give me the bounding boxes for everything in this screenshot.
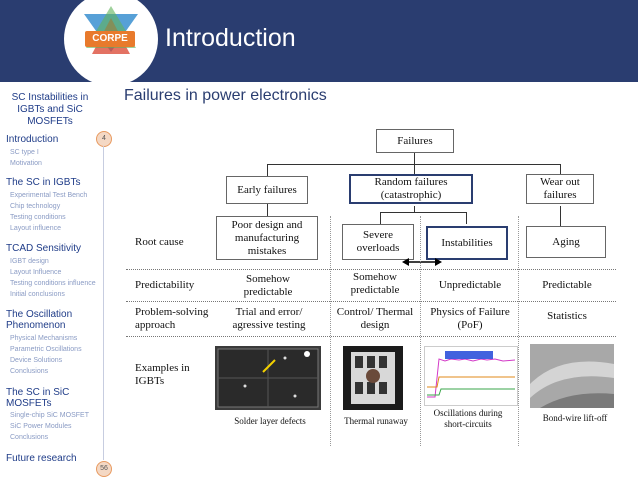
connector-random-split <box>380 212 466 213</box>
nav-motivation[interactable]: Motivation <box>10 160 42 167</box>
row-label-predictability: Predictability <box>135 279 195 291</box>
nav-sc-igbts[interactable]: The SC in IGBTs <box>6 177 81 188</box>
oscillation-waveform-image <box>424 346 518 406</box>
predictability-overloads: Somehow predictable <box>350 271 400 296</box>
connector-wear <box>560 164 561 174</box>
instabilities-box: Instabilities <box>426 226 508 260</box>
connector-early <box>267 164 268 176</box>
connector-overloads <box>380 212 381 224</box>
nav-chip-technology[interactable]: Chip technology <box>10 203 61 210</box>
column-separator-3 <box>518 216 519 446</box>
nav-testing-conditions[interactable]: Testing conditions <box>10 214 66 221</box>
failures-root-box: Failures <box>376 129 454 153</box>
nav-tcad[interactable]: TCAD Sensitivity <box>6 243 82 254</box>
header-bar: CORPE Introduction <box>0 0 638 86</box>
column-separator-2 <box>420 216 421 446</box>
row-label-approach: Problem-solving approach <box>135 306 209 331</box>
nav-testing-influence[interactable]: Testing conditions influence <box>10 280 96 287</box>
row-separator-3 <box>126 336 616 337</box>
nav-igbt-design[interactable]: IGBT design <box>10 258 49 265</box>
severe-overloads-box: Severe overloads <box>342 224 414 260</box>
column-separator-1 <box>330 216 331 446</box>
bidirectional-arrow-icon <box>402 258 442 266</box>
row-separator-2 <box>126 301 616 302</box>
nav-future-research[interactable]: Future research <box>6 453 77 464</box>
solder-defects-image <box>215 346 321 410</box>
row-separator-1 <box>126 269 616 270</box>
caption-solder: Solder layer defects <box>234 416 306 426</box>
row-label-root-cause: Root cause <box>135 236 184 248</box>
connector-instabilities <box>466 212 467 224</box>
aging-box: Aging <box>526 226 606 258</box>
connector-random-down <box>414 206 415 212</box>
nav-test-bench[interactable]: Experimental Test Bench <box>10 192 88 199</box>
early-failures-box: Early failures <box>226 176 308 204</box>
row-label-examples: Examples in IGBTs <box>135 362 190 387</box>
nav-sic-mosfets[interactable]: The SC in SiC MOSFETs <box>6 387 70 409</box>
sidebar-divider <box>103 146 104 460</box>
approach-overloads: Control/ Thermal design <box>336 306 414 331</box>
predictability-early: Somehow predictable <box>243 273 293 298</box>
predictability-aging: Predictable <box>542 279 592 291</box>
caption-oscillations: Oscillations during short-circuits <box>433 408 503 429</box>
nav-introduction[interactable]: Introduction <box>6 134 59 145</box>
connector-early-cause <box>267 202 268 216</box>
nav-conclusions-osc[interactable]: Conclusions <box>10 368 49 375</box>
nav-power-modules[interactable]: SiC Power Modules <box>10 423 72 430</box>
total-pages-badge: 56 <box>96 461 112 477</box>
caption-bond-wire: Bond-wire lift-off <box>542 413 608 423</box>
caption-thermal: Thermal runaway <box>344 416 408 426</box>
slide-subtitle: Failures in power electronics <box>124 87 327 104</box>
poor-design-box: Poor design and manufacturing mistakes <box>216 216 318 260</box>
predictability-instabilities: Unpredictable <box>438 279 502 291</box>
nav-oscillation[interactable]: The Oscillation Phenomenon <box>6 309 73 331</box>
approach-early: Trial and error/ agressive testing <box>232 306 306 331</box>
approach-aging: Statistics <box>547 310 587 322</box>
logo-text: CORPE <box>85 31 135 47</box>
nav-single-chip[interactable]: Single-chip SiC MOSFET <box>10 412 89 419</box>
nav-conclusions-sic[interactable]: Conclusions <box>10 434 49 441</box>
approach-instabilities: Physics of Failure (PoF) <box>430 306 510 331</box>
connector-aging <box>560 206 561 226</box>
wear-out-box: Wear out failures <box>526 174 594 204</box>
nav-layout-influence[interactable]: Layout influence <box>10 225 61 232</box>
page-title: Introduction <box>165 24 296 52</box>
thermal-runaway-image <box>343 346 403 410</box>
nav-initial-conclusions[interactable]: Initial conclusions <box>10 291 65 298</box>
sidebar-heading: SC Instabilities in IGBTs and SiC MOSFET… <box>11 92 89 127</box>
nav-layout-influence-2[interactable]: Layout Influence <box>10 269 62 276</box>
random-failures-box: Random failures (catastrophic) <box>349 174 473 204</box>
nav-sc-type[interactable]: SC type I <box>10 149 39 156</box>
connector-root <box>414 152 415 164</box>
nav-device-solutions[interactable]: Device Solutions <box>10 357 63 364</box>
current-page-badge: 4 <box>96 131 112 147</box>
connector-random <box>414 164 415 174</box>
nav-physical-mechanisms[interactable]: Physical Mechanisms <box>10 335 78 342</box>
bond-wire-image <box>530 344 614 408</box>
nav-parametric-oscillations[interactable]: Parametric Oscillations <box>10 346 82 353</box>
